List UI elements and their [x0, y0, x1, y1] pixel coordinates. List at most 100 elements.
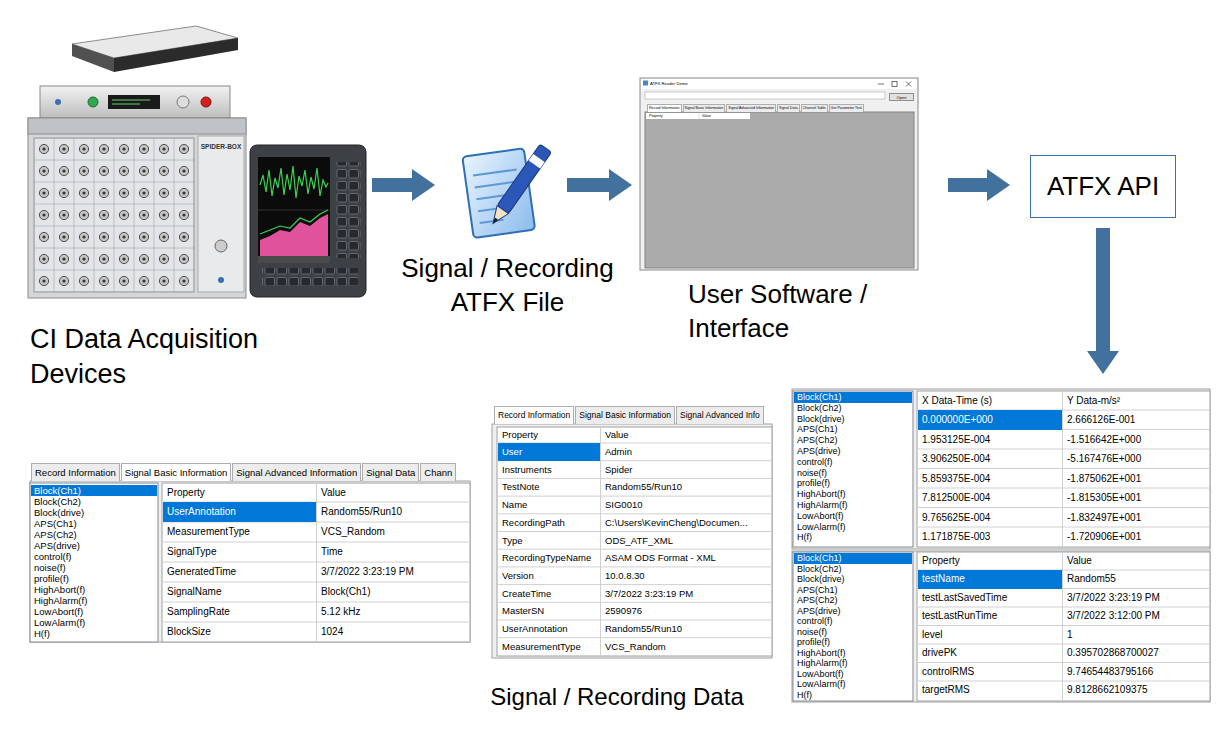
daq-hardware [260, 214, 328, 256]
list-item: LowAlarm(f) [794, 522, 912, 533]
daq-hardware [201, 97, 211, 107]
software-window [640, 78, 918, 270]
daq-hardware [215, 240, 227, 252]
table-cell: Random55/Run10 [601, 478, 771, 496]
table-cell: testLastSavedTime [918, 589, 1062, 608]
tab-label: Signal Advanced Information [726, 104, 776, 112]
table-cell: Type [498, 532, 600, 550]
list-item: noise(f) [794, 468, 912, 479]
list-item: Block(drive) [794, 414, 912, 425]
list-item: HighAbort(f) [794, 648, 912, 659]
daq-hardware [177, 96, 189, 108]
list-item: LowAbort(f) [31, 606, 157, 617]
parameter-panel [917, 552, 1210, 701]
table-cell: MeasurementType [163, 522, 316, 542]
record-info-panel [497, 427, 772, 656]
column-header: Property [163, 483, 316, 502]
column-header: X Data-Time (s) [918, 391, 1062, 410]
atfx-file-icon [487, 144, 551, 227]
table-cell: -1.516642E+000 [1063, 430, 1209, 450]
table-cell: 2.666126E-001 [1063, 410, 1209, 430]
daq-hardware [258, 157, 330, 263]
signal-basic-panel [162, 483, 470, 642]
signal-data-panel [792, 389, 1210, 549]
atfx-file-icon [529, 154, 545, 169]
table-cell: 7.812500E-004 [918, 488, 1062, 508]
table-cell: 2590976 [601, 602, 771, 620]
table-cell: User [498, 443, 600, 461]
daq-hardware [335, 162, 361, 258]
daq-hardware [198, 136, 244, 292]
list-item: APS(Ch2) [794, 595, 912, 606]
signal-basic-panel [30, 483, 158, 642]
table-cell: ASAM ODS Format - XML [601, 549, 771, 567]
node-label-group: User Software / Interface [688, 278, 903, 346]
table-cell: 3/7/2022 3:23:19 PM [601, 585, 771, 603]
table-cell: CreateTime [498, 585, 600, 603]
list-item: control(f) [794, 616, 912, 627]
table-cell: GeneratedTime [163, 562, 316, 582]
atfx-file-icon [491, 217, 498, 224]
list-item: HighAlarm(f) [794, 500, 912, 511]
column-header: Value [1063, 552, 1209, 570]
table-cell: 1 [1063, 626, 1209, 645]
table-cell: 3/7/2022 3:12:00 PM [1063, 607, 1209, 626]
software-window [645, 92, 885, 99]
tab-label: Signal Basic Information [575, 406, 675, 424]
table-cell: 3.906250E-004 [918, 449, 1062, 469]
table-cell: RecordingPath [498, 514, 600, 532]
daq-hardware [114, 38, 238, 72]
table-cell: Time [317, 542, 469, 562]
list-item: profile(f) [31, 573, 157, 584]
table-cell: C:\Users\KevinCheng\Documen... [601, 514, 771, 532]
list-item: APS(Ch1) [794, 424, 912, 435]
table-cell: VCS_Random [317, 522, 469, 542]
table-cell: drivePK [918, 644, 1062, 663]
atfx-file-icon [462, 148, 535, 238]
signal-data-panel [793, 391, 913, 547]
tab-label: Record Information [31, 463, 120, 481]
daq-hardware [34, 138, 194, 292]
tab-label: Get Parameter Test [829, 104, 864, 112]
table-cell: SignalName [163, 582, 316, 602]
list-item: APS(drive) [794, 606, 912, 617]
list-item: LowAlarm(f) [31, 617, 157, 628]
daq-hardware [258, 256, 330, 263]
table-cell: targetRMS [918, 681, 1062, 700]
record-info-panel [497, 427, 772, 656]
table-cell: SignalType [163, 542, 316, 562]
column-header: Value [700, 113, 750, 119]
tab-label: Signal Advanced Information [232, 463, 361, 481]
signal-data-panel [917, 391, 1210, 547]
table-cell: 5.859375E-004 [918, 469, 1062, 489]
list-item: HighAbort(f) [794, 489, 912, 500]
table-cell: UserAnnotation [163, 502, 316, 522]
list-item: H(f) [794, 690, 912, 701]
daq-hardware [28, 118, 246, 298]
table-cell: Random55/Run10 [317, 502, 469, 522]
list-item: APS(drive) [31, 540, 157, 551]
tab-label: Signal Data [777, 104, 800, 112]
node-label: ATFX API [1047, 170, 1159, 204]
table-cell: Block(Ch1) [317, 582, 469, 602]
atfx-file-icon [497, 144, 551, 213]
table-cell: 10.0.8.30 [601, 567, 771, 585]
device-label: SPIDER-BOX [199, 142, 243, 152]
table-cell: ODS_ATF_XML [601, 532, 771, 550]
node-label: User Software / Interface [688, 278, 903, 346]
hardware-node: CI Data Acquisition Devices [20, 22, 370, 302]
list-item: Block(drive) [794, 574, 912, 585]
file-node: Signal / Recording ATFX File [440, 140, 565, 245]
node-label: Signal / Recording ATFX File [390, 252, 625, 320]
tab-label: Signal Advanced Info [676, 406, 764, 424]
table-cell: 9.74654483795166 [1063, 663, 1209, 682]
tab-label: Signal Basic Information [683, 104, 726, 112]
tab-label: Signal Basic Information [121, 463, 231, 481]
software-window [892, 82, 897, 87]
list-item: noise(f) [31, 562, 157, 573]
list-item: Block(Ch2) [794, 564, 912, 575]
table-cell: -1.815305E+001 [1063, 488, 1209, 508]
daq-hardware [260, 166, 328, 198]
parameter-panel [793, 552, 913, 701]
